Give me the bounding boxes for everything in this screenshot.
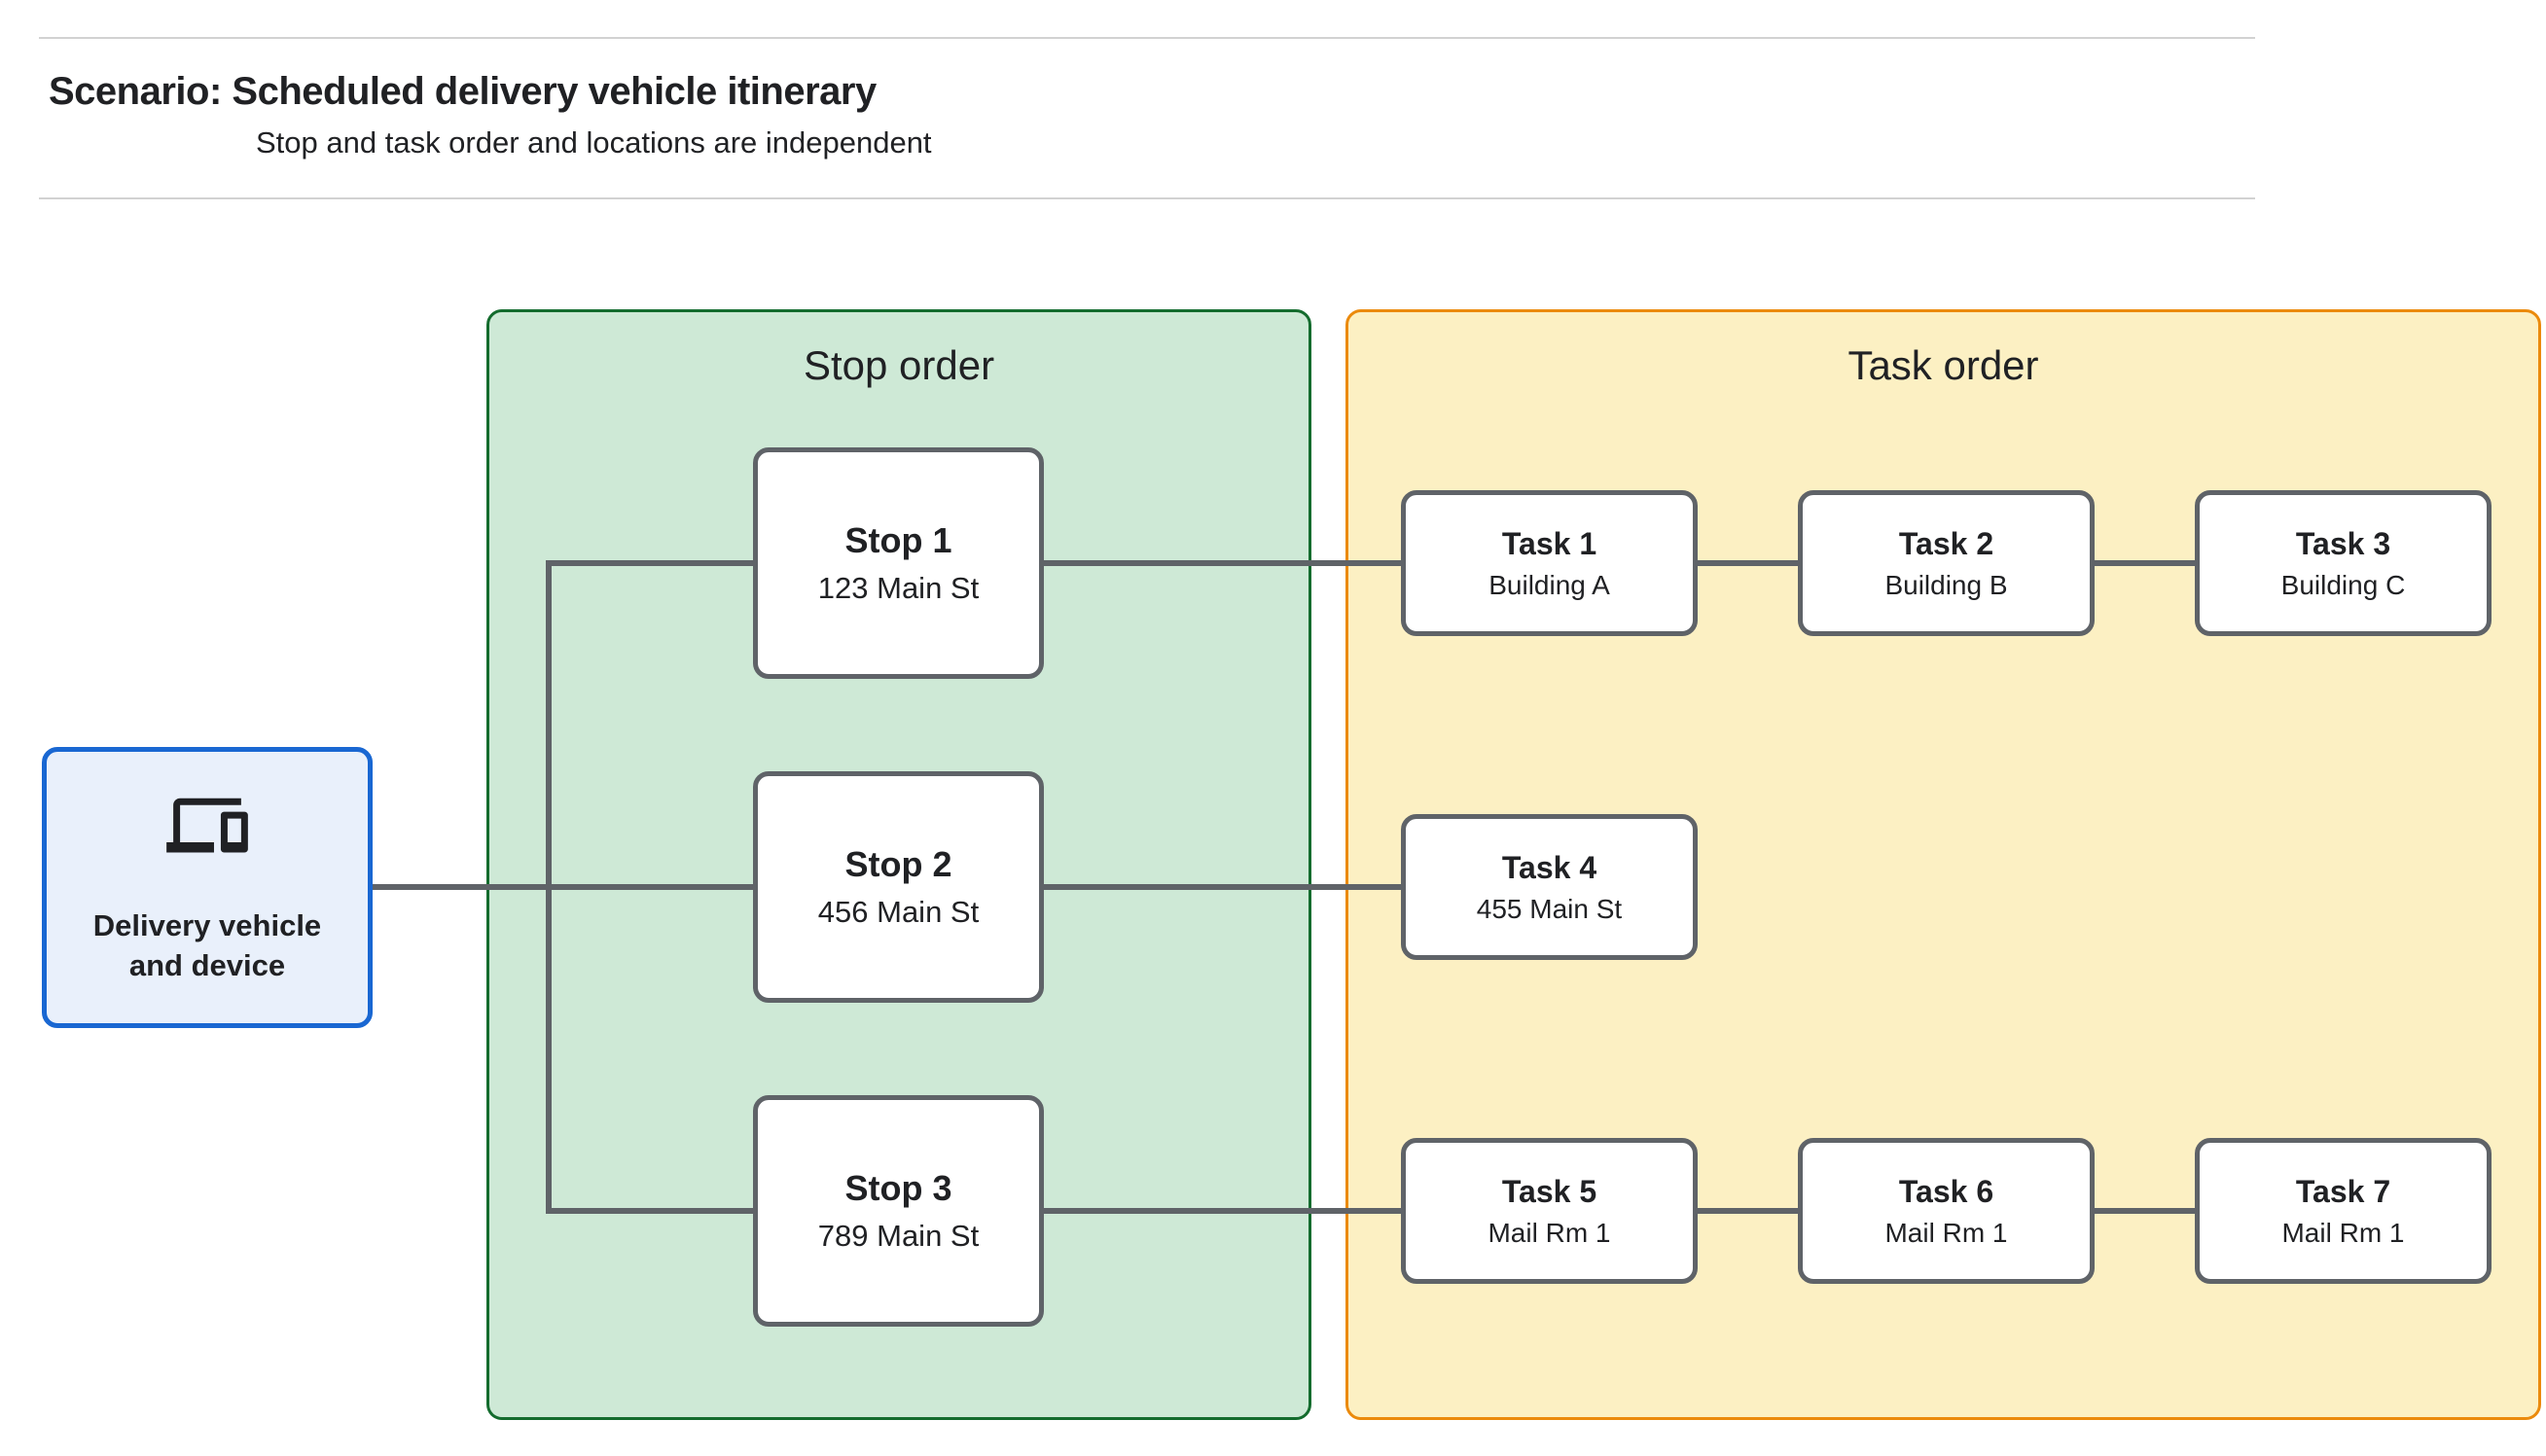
- stop-title: Stop 3: [844, 1168, 952, 1209]
- stop-title: Stop 2: [844, 844, 952, 885]
- task-title: Task 4: [1501, 850, 1597, 885]
- task-7-node: Task 7 Mail Rm 1: [2195, 1138, 2492, 1284]
- connector-trunk-to-stop3: [546, 1208, 753, 1214]
- stop-2-node: Stop 2 456 Main St: [753, 771, 1044, 1003]
- task-title: Task 2: [1898, 526, 1994, 561]
- connector-stop3-to-task5: [1044, 1208, 1401, 1214]
- connector-task2-to-task3: [2095, 560, 2195, 566]
- task-4-node: Task 4 455 Main St: [1401, 814, 1698, 960]
- divider-top: [39, 37, 2255, 39]
- divider-bottom: [39, 197, 2255, 199]
- task-location: 455 Main St: [1476, 894, 1623, 924]
- connector-source-to-stop2: [373, 884, 753, 890]
- task-location: Mail Rm 1: [1884, 1218, 2008, 1248]
- task-location: Building C: [2280, 570, 2406, 600]
- stop-1-node: Stop 1 123 Main St: [753, 447, 1044, 679]
- task-3-node: Task 3 Building C: [2195, 490, 2492, 636]
- task-title: Task 1: [1501, 526, 1597, 561]
- task-1-node: Task 1 Building A: [1401, 490, 1698, 636]
- task-6-node: Task 6 Mail Rm 1: [1798, 1138, 2095, 1284]
- connector-stop1-to-task1: [1044, 560, 1401, 566]
- task-location: Building B: [1884, 570, 2008, 600]
- stop-3-node: Stop 3 789 Main St: [753, 1095, 1044, 1327]
- stop-order-panel-title: Stop order: [803, 342, 995, 388]
- stop-address: 123 Main St: [817, 571, 980, 606]
- task-2-node: Task 2 Building B: [1798, 490, 2095, 636]
- stop-title: Stop 1: [844, 520, 952, 561]
- task-location: Mail Rm 1: [2281, 1218, 2405, 1248]
- connector-task5-to-task6: [1698, 1208, 1798, 1214]
- stop-address: 456 Main St: [817, 895, 980, 930]
- connector-trunk-to-stop1: [546, 560, 753, 566]
- stop-address: 789 Main St: [817, 1219, 980, 1254]
- devices-icon: [166, 790, 248, 856]
- page-subtitle: Stop and task order and locations are in…: [256, 125, 932, 160]
- connector-task1-to-task2: [1698, 560, 1798, 566]
- page-title: Scenario: Scheduled delivery vehicle iti…: [49, 70, 877, 113]
- connector-task6-to-task7: [2095, 1208, 2195, 1214]
- task-location: Mail Rm 1: [1488, 1218, 1611, 1248]
- task-title: Task 7: [2295, 1174, 2391, 1209]
- delivery-vehicle-label: Delivery vehicle and device: [92, 907, 322, 982]
- connector-stop-trunk: [546, 560, 552, 1214]
- task-order-panel-title: Task order: [1847, 342, 2039, 388]
- connector-stop2-to-task4: [1044, 884, 1401, 890]
- task-location: Building A: [1488, 570, 1610, 600]
- delivery-vehicle-node: Delivery vehicle and device: [42, 747, 373, 1028]
- task-5-node: Task 5 Mail Rm 1: [1401, 1138, 1698, 1284]
- task-title: Task 5: [1501, 1174, 1597, 1209]
- task-title: Task 3: [2295, 526, 2391, 561]
- task-title: Task 6: [1898, 1174, 1994, 1209]
